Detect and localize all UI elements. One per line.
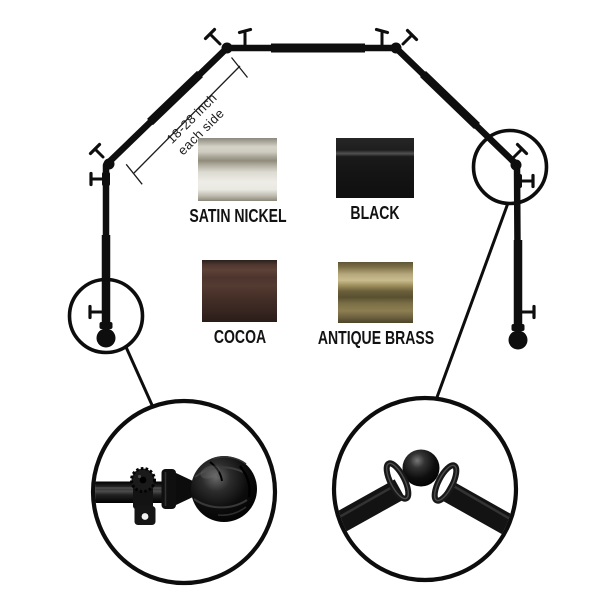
elbow-ball — [221, 42, 233, 54]
callout-circle-left-finial — [67, 277, 145, 355]
finish-option-cocoa: COCOA — [202, 260, 277, 347]
finish-option-antique-brass: ANTIQUE BRASS — [317, 262, 434, 348]
rod-thick-segment — [147, 70, 203, 126]
swatch-antique-brass — [338, 262, 413, 323]
zoom-circle-corner-detail — [331, 395, 519, 583]
elbow-ball — [510, 159, 522, 171]
finish-label: ANTIQUE BRASS — [317, 328, 434, 348]
callout-circle-right-corner — [471, 128, 549, 206]
finish-label: BLACK — [350, 203, 400, 223]
callout-line-left — [124, 346, 154, 406]
finish-option-satin-nickel: SATIN NICKEL — [189, 138, 286, 226]
finish-label: COCOA — [213, 327, 266, 347]
finish-label: SATIN NICKEL — [188, 206, 287, 226]
rod-path — [102, 44, 522, 335]
elbow-joints — [103, 42, 522, 171]
bay-window-rod — [101, 43, 523, 335]
elbow-ball — [103, 158, 115, 170]
finial-detail-view — [95, 456, 257, 525]
swatch-black — [336, 138, 414, 198]
finish-option-black: BLACK — [336, 138, 414, 223]
corner-ball-closeup — [402, 449, 440, 487]
finial-collar — [161, 469, 176, 509]
elbow-ball — [390, 42, 402, 54]
rod-thick-segment — [420, 70, 480, 130]
mounting-brackets — [88, 27, 536, 320]
corner-joint-detail-view — [336, 449, 514, 540]
finial-neck — [176, 473, 194, 505]
dimension-tick — [230, 57, 249, 78]
dimension-annotation — [125, 57, 249, 185]
finial-ball — [508, 330, 528, 350]
finial-ball-closeup — [191, 456, 257, 522]
callout-line-right — [434, 202, 510, 401]
finial-ball — [96, 328, 116, 348]
dimension-tick — [125, 163, 143, 185]
rod-closeup — [95, 481, 170, 503]
swatch-cocoa — [202, 260, 277, 322]
corner-rod-right — [440, 480, 514, 540]
finials — [96, 322, 528, 350]
dimension-line — [133, 65, 241, 174]
swatch-satin-nickel — [198, 138, 277, 201]
bracket-screw-hole — [141, 513, 149, 520]
